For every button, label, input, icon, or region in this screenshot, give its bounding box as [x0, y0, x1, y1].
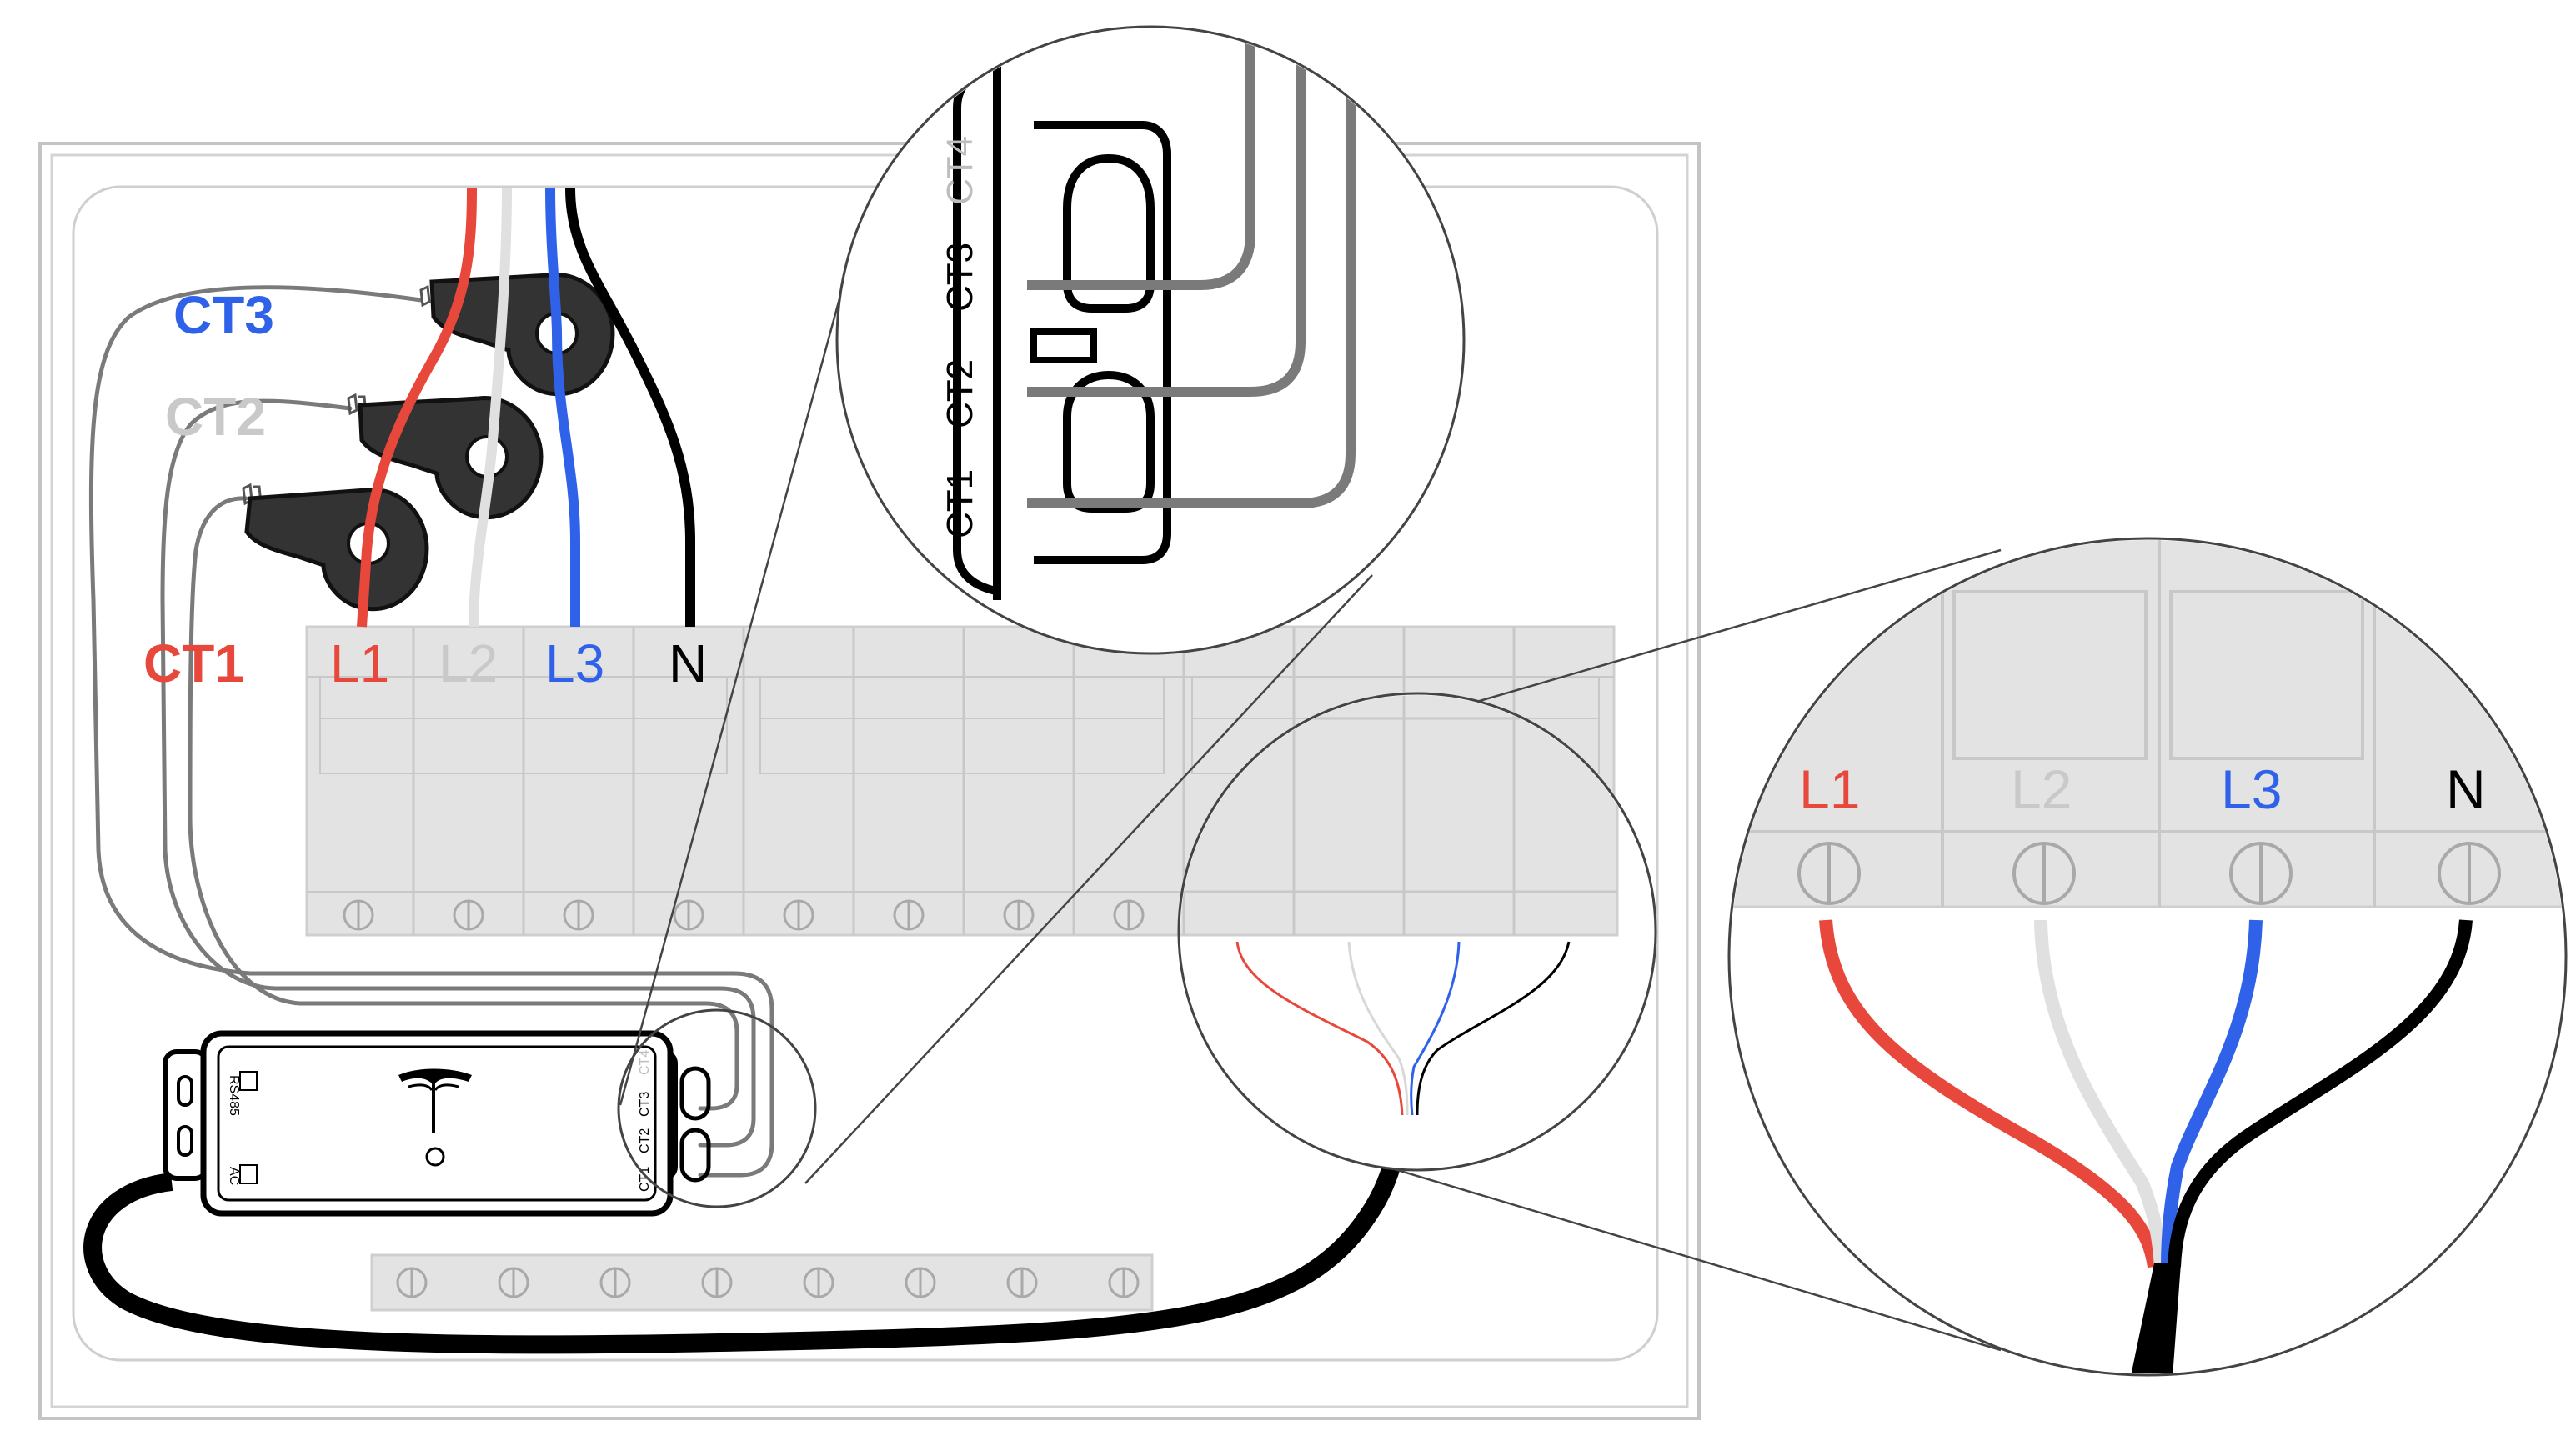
phase-wires [357, 188, 695, 628]
label-l1: L1 [330, 633, 389, 693]
meter-ct4-label: CT4 [638, 1050, 652, 1075]
tesla-logo-icon [398, 1068, 472, 1167]
zoom-ct2-label: CT2 [940, 359, 980, 428]
meter-ct3-label: CT3 [638, 1092, 652, 1117]
breaker-zoom-circle: L1 L2 L3 N [1727, 537, 2568, 1377]
label-ct2: CT2 [165, 387, 266, 447]
terminal-strip [370, 1253, 1154, 1312]
zoom-l2-label: L2 [2011, 758, 2072, 820]
l3-wire [545, 188, 580, 627]
zoom-l3-label: L3 [2221, 758, 2282, 820]
l2-wire [469, 188, 512, 628]
l1-wire [357, 188, 477, 628]
meter-rs485-label: RS485 [227, 1075, 241, 1116]
ct2-wire [160, 398, 756, 1148]
label-ct3: CT3 [173, 285, 274, 345]
main-labels: CT3 CT2 CT1 L1 L2 L3 N [143, 285, 707, 693]
ct3-wire [88, 285, 774, 1178]
n-wire [565, 188, 695, 627]
zoom-screws [1797, 842, 2501, 905]
meter-ac-label: AC [227, 1167, 241, 1185]
zoom-ct3-label: CT3 [940, 243, 980, 312]
zoom-ct4-label: CT4 [940, 136, 980, 205]
meter-ct-magnifier [617, 1008, 817, 1208]
label-ct1: CT1 [143, 633, 244, 693]
zoom-n-label: N [2446, 758, 2486, 820]
label-n: N [669, 633, 707, 693]
ct1-wire [188, 496, 739, 1111]
zoom-ct1-label: CT1 [940, 469, 980, 538]
label-l2: L2 [439, 633, 498, 693]
ct-zoom-circle: CT4 CT3 CT2 CT1 [835, 25, 1466, 655]
meter-cable [83, 1113, 1410, 1354]
zoom-l1-label: L1 [1799, 758, 1860, 820]
label-l3: L3 [545, 633, 604, 693]
energy-meter: RS485 AC CT4 CT3 CT2 CT1 [163, 1030, 711, 1217]
meter-ct2-label: CT2 [638, 1128, 652, 1153]
